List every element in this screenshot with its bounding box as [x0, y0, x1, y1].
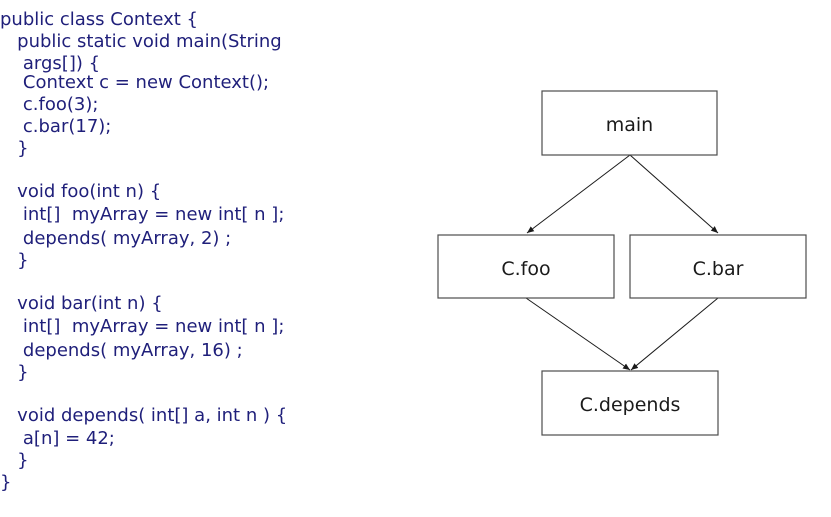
code-line: }: [0, 138, 29, 159]
code-line: depends( myArray, 2) ;: [0, 228, 232, 249]
code-listing: public class Context { public static voi…: [0, 0, 400, 517]
code-line: public class Context {: [0, 9, 198, 30]
edge-main-to-bar: [629, 154, 719, 234]
node-depends: C.depends: [541, 370, 719, 436]
node-bar: C.bar: [629, 234, 807, 299]
code-line: depends( myArray, 16) ;: [0, 340, 243, 361]
code-line: int[] myArray = new int[ n ];: [0, 204, 285, 225]
code-line: c.bar(17);: [0, 116, 112, 137]
edge-main-to-foo: [526, 154, 631, 234]
code-line: int[] myArray = new int[ n ];: [0, 316, 285, 337]
edge-foo-to-depends: [525, 297, 631, 371]
code-line: }: [0, 450, 29, 471]
code-line: void foo(int n) {: [0, 181, 162, 202]
node-main: main: [541, 90, 718, 156]
code-line: }: [0, 250, 29, 271]
code-line: }: [0, 472, 12, 493]
code-line: void depends( int[] a, int n ) {: [0, 405, 288, 426]
code-line: void bar(int n) {: [0, 293, 163, 314]
node-depends-label: C.depends: [580, 394, 681, 416]
node-bar-label: C.bar: [693, 258, 744, 280]
code-line: public static void main(String: [0, 31, 282, 52]
node-main-label: main: [606, 114, 653, 136]
code-line: Context c = new Context();: [0, 72, 270, 93]
node-foo: C.foo: [437, 234, 615, 299]
code-line: c.foo(3);: [0, 94, 99, 115]
code-line: a[n] = 42;: [0, 428, 115, 449]
node-foo-label: C.foo: [501, 258, 550, 280]
code-line: args[]) {: [0, 53, 101, 74]
code-line: }: [0, 362, 29, 383]
edge-bar-to-depends: [630, 297, 719, 371]
